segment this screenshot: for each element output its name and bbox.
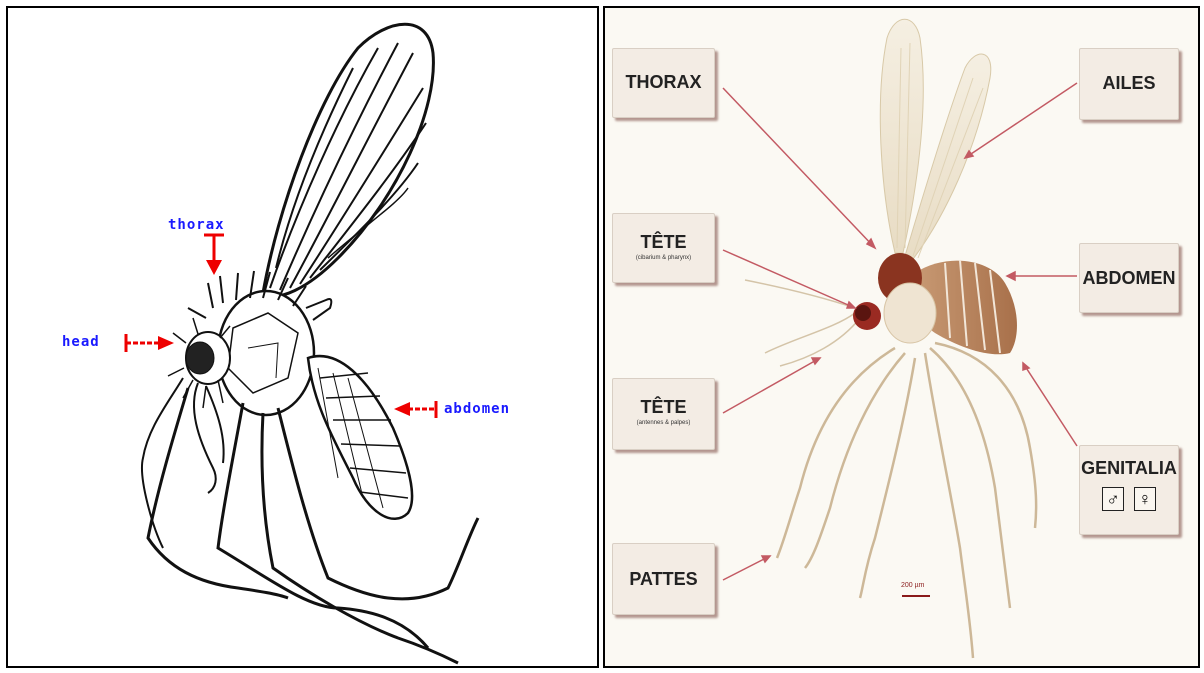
palps-drawing	[194, 383, 224, 493]
box-legs-label: PATTES	[613, 569, 714, 590]
box-thorax-label: THORAX	[613, 72, 714, 93]
legs-drawing	[142, 378, 478, 663]
abdomen-drawing	[308, 356, 412, 519]
box-genitalia-label: GENITALIA	[1080, 458, 1178, 479]
female-symbol-icon: ♀	[1134, 487, 1156, 511]
label-abdomen-en: abdomen	[444, 401, 510, 417]
box-wings: AILES	[1079, 48, 1179, 120]
box-head-antennae-label: TÊTE	[613, 397, 714, 418]
abdomen-arrow	[394, 401, 436, 418]
antennae-photo	[745, 280, 860, 366]
box-thorax: THORAX	[612, 48, 715, 118]
box-wings-label: AILES	[1080, 73, 1178, 94]
box-genitalia: GENITALIA ♂ ♀	[1079, 445, 1179, 535]
box-abdomen: ABDOMEN	[1079, 243, 1179, 313]
thorax-arrow	[204, 235, 224, 275]
box-head-cibarium-label: TÊTE	[613, 232, 714, 253]
scale-bar-label: 200 µm	[901, 582, 925, 589]
wing-drawing	[263, 24, 433, 296]
label-thorax-en: thorax	[168, 217, 225, 233]
male-symbol-icon: ♂	[1102, 487, 1124, 511]
right-panel-photo: THORAX TÊTE (cibarium & pharynx) TÊTE (a…	[603, 6, 1200, 668]
box-abdomen-label: ABDOMEN	[1080, 268, 1178, 289]
wings-photo	[880, 19, 990, 263]
head-photo	[853, 302, 881, 330]
box-head-cibarium: TÊTE (cibarium & pharynx)	[612, 213, 715, 283]
box-head-antennae: TÊTE (antennes & palpes)	[612, 378, 715, 450]
left-panel-drawing: thorax head abdomen	[6, 6, 599, 668]
box-head-cibarium-sub: (cibarium & pharynx)	[613, 255, 714, 261]
legs-photo	[777, 343, 1036, 658]
head-arrow	[126, 334, 174, 352]
label-head-en: head	[62, 334, 100, 350]
box-legs: PATTES	[612, 543, 715, 615]
box-head-antennae-sub: (antennes & palpes)	[613, 420, 714, 426]
